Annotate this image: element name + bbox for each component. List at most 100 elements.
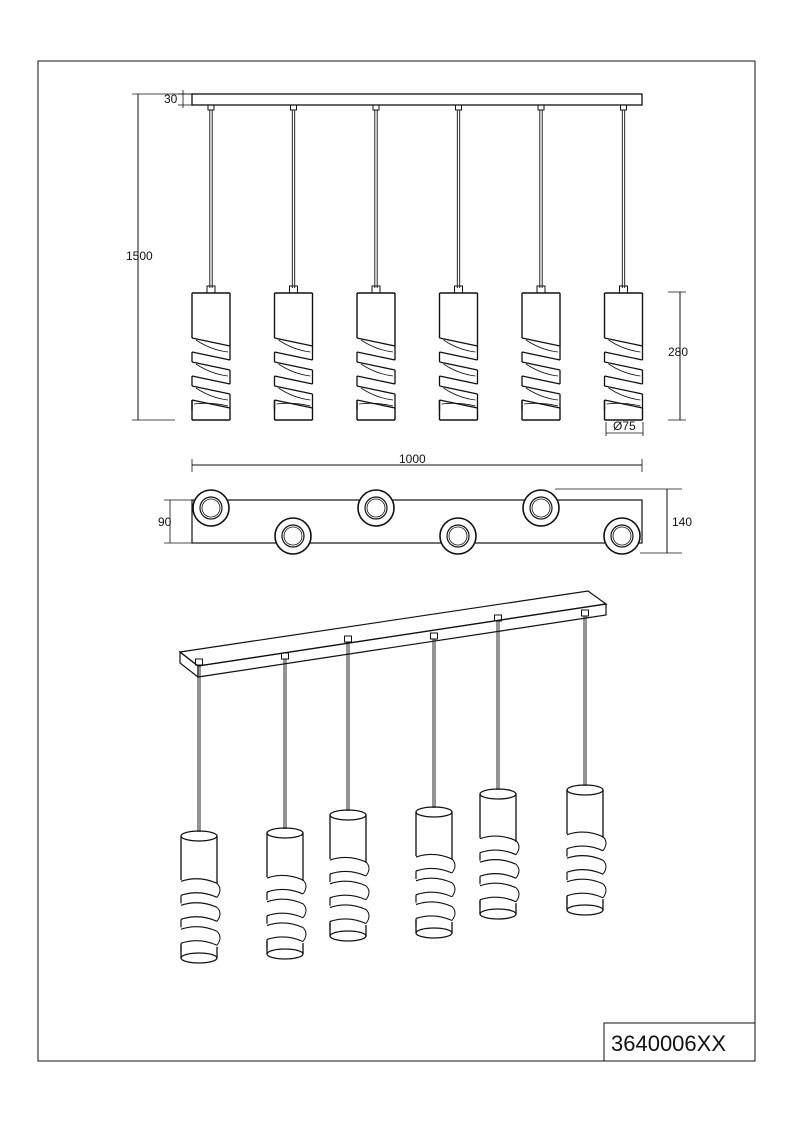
cable-connector — [195, 658, 203, 666]
shade-bottom-rim — [479, 908, 517, 920]
rosette-inner — [281, 524, 305, 548]
dim-shade-diameter: Ø75 — [613, 419, 636, 433]
pendant-perspective — [329, 635, 370, 942]
dim-canopy-height: 30 — [164, 92, 178, 106]
rosette-outer — [603, 517, 641, 555]
rosette-outer — [439, 517, 477, 555]
rosette-outer — [357, 489, 395, 527]
spiral-band — [191, 337, 231, 361]
spiral-band — [356, 385, 396, 409]
shade-bottom-rim — [266, 948, 304, 960]
pendant-front — [273, 104, 314, 421]
shade-top-rim — [415, 806, 453, 818]
spiral-band — [329, 880, 367, 887]
rosette-inner — [529, 496, 553, 520]
spiral-band — [479, 882, 517, 889]
shade-bottom-rim — [180, 952, 218, 964]
product-code-box — [603, 1022, 756, 1062]
spiral-band — [180, 902, 218, 908]
shade-cap — [206, 285, 216, 294]
shade-cap — [289, 285, 298, 294]
canopy-bar-top — [191, 499, 643, 544]
spiral-band — [479, 835, 517, 842]
rosette-top — [603, 517, 641, 555]
spiral-band — [274, 361, 313, 385]
spiral-band — [329, 856, 367, 863]
shade-bottom-rim — [566, 904, 604, 916]
canopy-top-face — [178, 590, 608, 667]
pendant-perspective — [266, 652, 307, 960]
product-code: 3640006XX — [611, 1031, 726, 1056]
dim-length: 1000 — [399, 452, 426, 466]
rosette-outer — [274, 517, 312, 555]
pendant-perspective — [180, 658, 221, 964]
shade-cap — [371, 285, 381, 294]
rosette-inner — [199, 496, 223, 520]
cable-connector — [372, 104, 380, 111]
pendant-perspective — [566, 609, 607, 916]
shade-top-rim — [180, 830, 218, 842]
rosette-inner — [446, 524, 470, 548]
spiral-band — [191, 385, 231, 409]
cable-connector — [537, 104, 545, 111]
shade-top-rim — [329, 809, 367, 821]
cable-connector — [344, 635, 352, 643]
spiral-band — [180, 926, 218, 932]
shade-bottom-rim — [329, 930, 367, 942]
cable-connector — [581, 609, 589, 617]
spiral-band — [356, 337, 396, 361]
spiral-band — [566, 855, 604, 861]
rosette-outer — [522, 489, 560, 527]
rosette-top — [192, 489, 230, 527]
canopy-bar-front — [191, 93, 643, 106]
spiral-band — [566, 831, 604, 838]
cable-connector — [494, 614, 502, 622]
pendant-front — [191, 104, 231, 421]
rosette-inner — [610, 524, 634, 548]
shade-bottom-rim — [415, 927, 453, 939]
spiral-band — [521, 337, 561, 361]
dim-height-total: 1500 — [126, 249, 153, 263]
spiral-band — [356, 361, 396, 385]
spiral-band — [415, 877, 453, 884]
pendant-front — [356, 104, 396, 421]
perspective-pendants — [180, 609, 607, 964]
cable-connector — [620, 104, 627, 111]
spiral-band — [439, 385, 478, 409]
shade-cap — [619, 285, 628, 294]
spiral-band — [274, 385, 313, 409]
spiral-band — [566, 878, 604, 885]
spiral-band — [439, 337, 478, 361]
cable-connector — [455, 104, 462, 111]
spiral-band — [521, 385, 561, 409]
spiral-band — [266, 898, 304, 905]
shade-top-rim — [479, 788, 517, 800]
spiral-band — [415, 853, 453, 860]
spiral-band — [604, 361, 643, 385]
front-view: 1500 30 280 Ø75 — [126, 90, 688, 436]
spiral-band — [191, 361, 231, 385]
cable-connector — [430, 632, 438, 640]
dim-depth-total: 140 — [672, 515, 692, 529]
spiral-band — [439, 361, 478, 385]
spiral-band — [415, 901, 453, 908]
dim-shade-height: 280 — [668, 345, 688, 359]
rosette-top — [274, 517, 312, 555]
shade-top-rim — [266, 827, 304, 839]
pendant-front — [521, 104, 561, 421]
drawing-frame — [37, 60, 756, 1062]
rosette-outer — [192, 489, 230, 527]
top-view: 1000 90 140 — [158, 452, 692, 555]
spiral-band — [266, 922, 304, 929]
rosette-inner — [364, 496, 388, 520]
cable-connector — [281, 652, 289, 660]
spiral-band — [266, 874, 304, 881]
cable-connector — [207, 104, 215, 111]
top-rosettes — [192, 489, 641, 555]
rosette-top — [522, 489, 560, 527]
pendant-front — [438, 104, 479, 421]
rosette-top — [357, 489, 395, 527]
pendant-perspective — [415, 632, 456, 939]
perspective-view — [178, 590, 608, 964]
